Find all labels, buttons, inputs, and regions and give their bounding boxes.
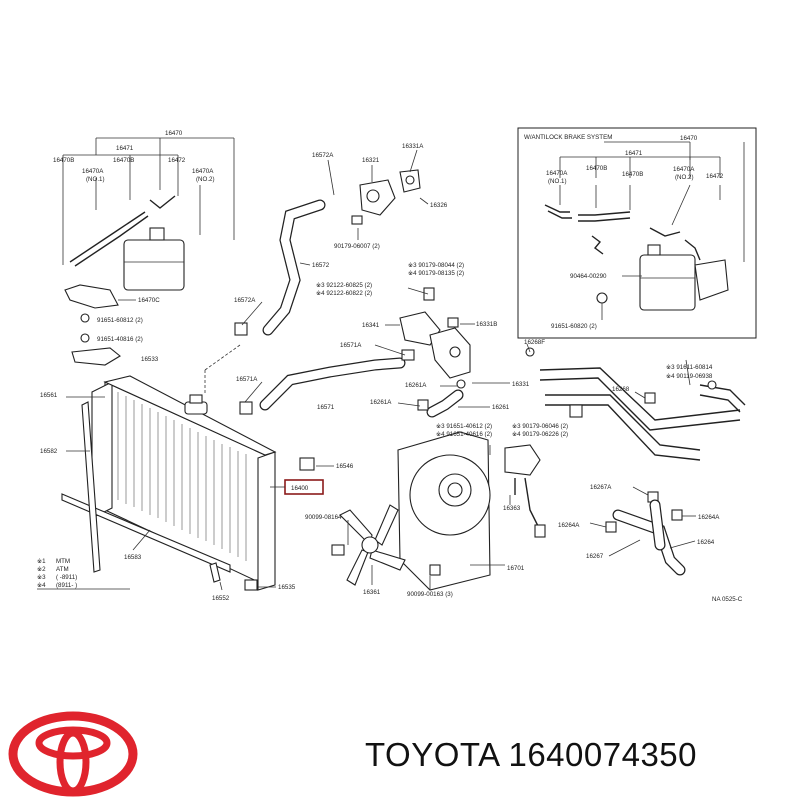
label-ref-code: NA 0525-C (712, 596, 743, 603)
label-16321: 16321 (362, 157, 380, 164)
inset-label-16470a-1-no: (NO.1) (548, 178, 567, 185)
label-16470b-b: 16470B (113, 157, 134, 164)
label-92122a: ※3 92122-60825 (2) (316, 282, 372, 289)
label-16572a: 16572A (312, 152, 334, 159)
label-90179a: 90179-06007 (2) (334, 243, 380, 250)
label-16471: 16471 (116, 145, 134, 152)
label-16552: 16552 (212, 595, 230, 602)
legend-text-1: MTM (56, 558, 70, 565)
inset-label-90464: 90464-00290 (570, 273, 607, 280)
legend: ※1 MTM ※2 ATM ※3 ( -8911) ※4 (8911- ) (37, 558, 130, 590)
inset-label-91651: 91651-60820 (2) (551, 323, 597, 330)
label-16472: 16472 (168, 157, 186, 164)
label-16268f: 16268F (524, 339, 545, 346)
label-16264: 16264 (697, 539, 715, 546)
label-16572: 16572 (312, 262, 330, 269)
label-16470c: 16470C (138, 297, 160, 304)
label-16267a: 16267A (590, 484, 612, 491)
label-91651a: 91651-60812 (2) (97, 317, 143, 324)
radiator-parts-diagram: 16470 16471 16470B 16470B 16472 16470A (… (37, 127, 757, 603)
label-16535: 16535 (278, 584, 296, 591)
legend-text-4: (8911- ) (56, 582, 77, 589)
label-16400: 16400 (291, 485, 309, 492)
label-16331: 16331 (512, 381, 530, 388)
label-16361: 16361 (363, 589, 381, 596)
label-16341: 16341 (362, 322, 380, 329)
label-16470b-a: 16470B (53, 157, 74, 164)
label-16571a-2: 16571A (236, 376, 258, 383)
legend-text-3: ( -8911) (56, 574, 77, 581)
label-16701: 16701 (507, 565, 525, 572)
label-16331b: 16331B (476, 321, 497, 328)
fan-shroud-group (331, 431, 546, 591)
inset-label-16472: 16472 (706, 173, 724, 180)
label-16264a: 16264A (698, 514, 720, 521)
label-91651c2: ※4 91651-40616 (2) (436, 431, 492, 438)
label-90119: ※4 90119-06938 (666, 373, 713, 380)
toyota-logo-icon (8, 711, 138, 797)
label-tank-16470: 16470 (165, 130, 183, 137)
label-16583: 16583 (124, 554, 142, 561)
label-90179c1: ※3 90179-06046 (2) (512, 423, 568, 430)
label-16561: 16561 (40, 392, 58, 399)
label-90179b1: ※3 90179-08044 (2) (408, 262, 464, 269)
label-16326: 16326 (430, 202, 448, 209)
label-16582: 16582 (40, 448, 58, 455)
label-91651c1: ※3 91651-40612 (2) (436, 423, 492, 430)
label-16264a-2: 16264A (558, 522, 580, 529)
label-91611: ※3 91611-60814 (666, 364, 713, 371)
upper-hose-group (234, 149, 510, 418)
legend-mark-1: ※1 (37, 558, 46, 565)
label-16571: 16571 (317, 404, 335, 411)
inset-label-16470a-1: 16470A (546, 170, 568, 177)
legend-text-2: ATM (56, 566, 69, 573)
inset-label-16470b-b: 16470B (622, 171, 643, 178)
label-16331a: 16331A (402, 143, 424, 150)
abs-inset-box (517, 127, 757, 339)
label-16470a-2: 16470A (192, 168, 214, 175)
label-91651b: 91651-40816 (2) (97, 336, 143, 343)
footer-title: TOYOTA 1640074350 (365, 736, 698, 773)
legend-mark-4: ※4 (37, 582, 46, 589)
inset-label-16470: 16470 (680, 135, 698, 142)
inset-label-16470b-a: 16470B (586, 165, 607, 172)
label-16267: 16267 (586, 553, 604, 560)
label-16571a: 16571A (340, 342, 362, 349)
label-16261a: 16261A (405, 382, 427, 389)
label-16470a-1: 16470A (82, 168, 104, 175)
radiator-group (61, 344, 334, 591)
inset-label-16471: 16471 (625, 150, 643, 157)
label-90099a: 90099-08164 (305, 514, 342, 521)
label-90099b: 90099-00163 (3) (407, 591, 453, 598)
label-16261a-2: 16261A (370, 399, 392, 406)
label-16268: 16268 (612, 386, 630, 393)
part-labels: 16470 16471 16470B 16470B 16472 16470A (… (40, 130, 743, 603)
legend-mark-3: ※3 (37, 574, 46, 581)
label-16470a-2-no: (NO.2) (196, 176, 215, 183)
inset-label-16470a-2-no: (NO.2) (675, 174, 694, 181)
label-16363: 16363 (503, 505, 521, 512)
oil-cooler-pipe-group (525, 343, 746, 576)
label-16261: 16261 (492, 404, 510, 411)
label-90179b2: ※4 90179-08135 (2) (408, 270, 464, 277)
legend-mark-2: ※2 (37, 566, 46, 573)
label-16572a-2: 16572A (234, 297, 256, 304)
reservoir-tank-group (62, 137, 235, 366)
label-16546: 16546 (336, 463, 354, 470)
label-90179c2: ※4 90179-06226 (2) (512, 431, 568, 438)
label-92122b: ※4 92122-60822 (2) (316, 290, 372, 297)
label-16533: 16533 (141, 356, 159, 363)
label-16470a-1-no: (NO.1) (86, 176, 105, 183)
inset-title: W/ANTILOCK BRAKE SYSTEM (524, 134, 612, 141)
inset-label-16470a-2: 16470A (673, 166, 695, 173)
